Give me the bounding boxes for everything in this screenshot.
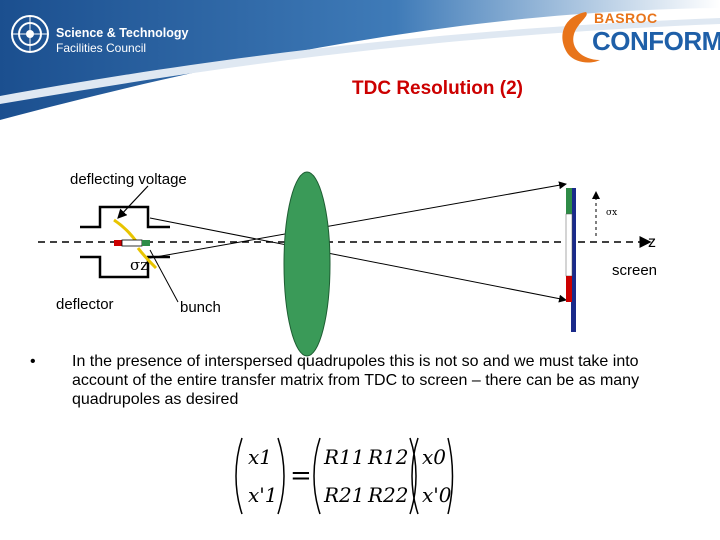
bunch-red [114,240,122,246]
bunch-green [142,240,150,246]
stfc-logo [8,12,198,58]
deflector-lower-plate [80,255,170,279]
screen-green-segment [566,188,572,214]
rhs-left-paren [411,437,419,515]
conform-logo [556,6,716,68]
transfer-matrix-equation: x1 x'1 = R11 R12 R21 R22 x0 x'0 [235,437,454,515]
ray-upper [149,217,567,303]
lhs-xprime1: x'1 [248,483,278,507]
screen-red-segment [566,276,572,302]
label-z: z [648,234,656,251]
label-bunch: bunch [180,299,221,316]
voltage-pointer [117,185,149,219]
matrix-right-paren [409,437,417,515]
label-sigma-x: σx [606,208,618,218]
logo-conform-text: CONFORM [592,26,720,56]
screen-plate [571,188,576,332]
equals-sign: = [290,461,312,491]
matrix-r12: R12 [367,445,409,469]
ray-lower [149,181,567,259]
matrix-left-paren [313,437,321,515]
conform-swoosh-icon [562,12,600,63]
deflector-upper-plate [80,205,170,229]
label-sigma-z: σz [130,256,149,274]
org-name-line1: Science & Technology [56,26,189,40]
deflection-arc-lower [136,247,158,270]
screen-white-segment [565,213,573,277]
matrix-r22: R22 [367,483,409,507]
quadrupole-lens [283,171,331,357]
rhs-xprime0: x'0 [422,483,452,507]
bunch-pointer [149,249,179,303]
bunch-white [121,239,143,247]
bullet-text: In the presence of interspersed quadrupo… [72,353,640,408]
bullet-marker: • [30,353,36,370]
matrix-r11: R11 [323,445,365,469]
logo-basroc-text: BASROC [594,10,658,26]
label-deflecting-voltage: deflecting voltage [70,171,187,188]
lhs-left-paren [235,437,243,515]
tdc-diagram [38,171,652,357]
slide-title: TDC Resolution (2) [352,78,523,99]
stfc-emblem-icon [11,15,49,53]
rhs-right-paren [447,437,454,515]
label-screen: screen [612,262,658,279]
org-name-line2: Facilities Council [56,41,147,55]
rhs-x0: x0 [422,445,446,469]
lhs-right-paren [277,437,285,515]
lhs-x1: x1 [248,445,272,469]
label-deflector: deflector [56,296,114,313]
header-band [0,0,720,120]
matrix-r21: R21 [323,483,365,507]
